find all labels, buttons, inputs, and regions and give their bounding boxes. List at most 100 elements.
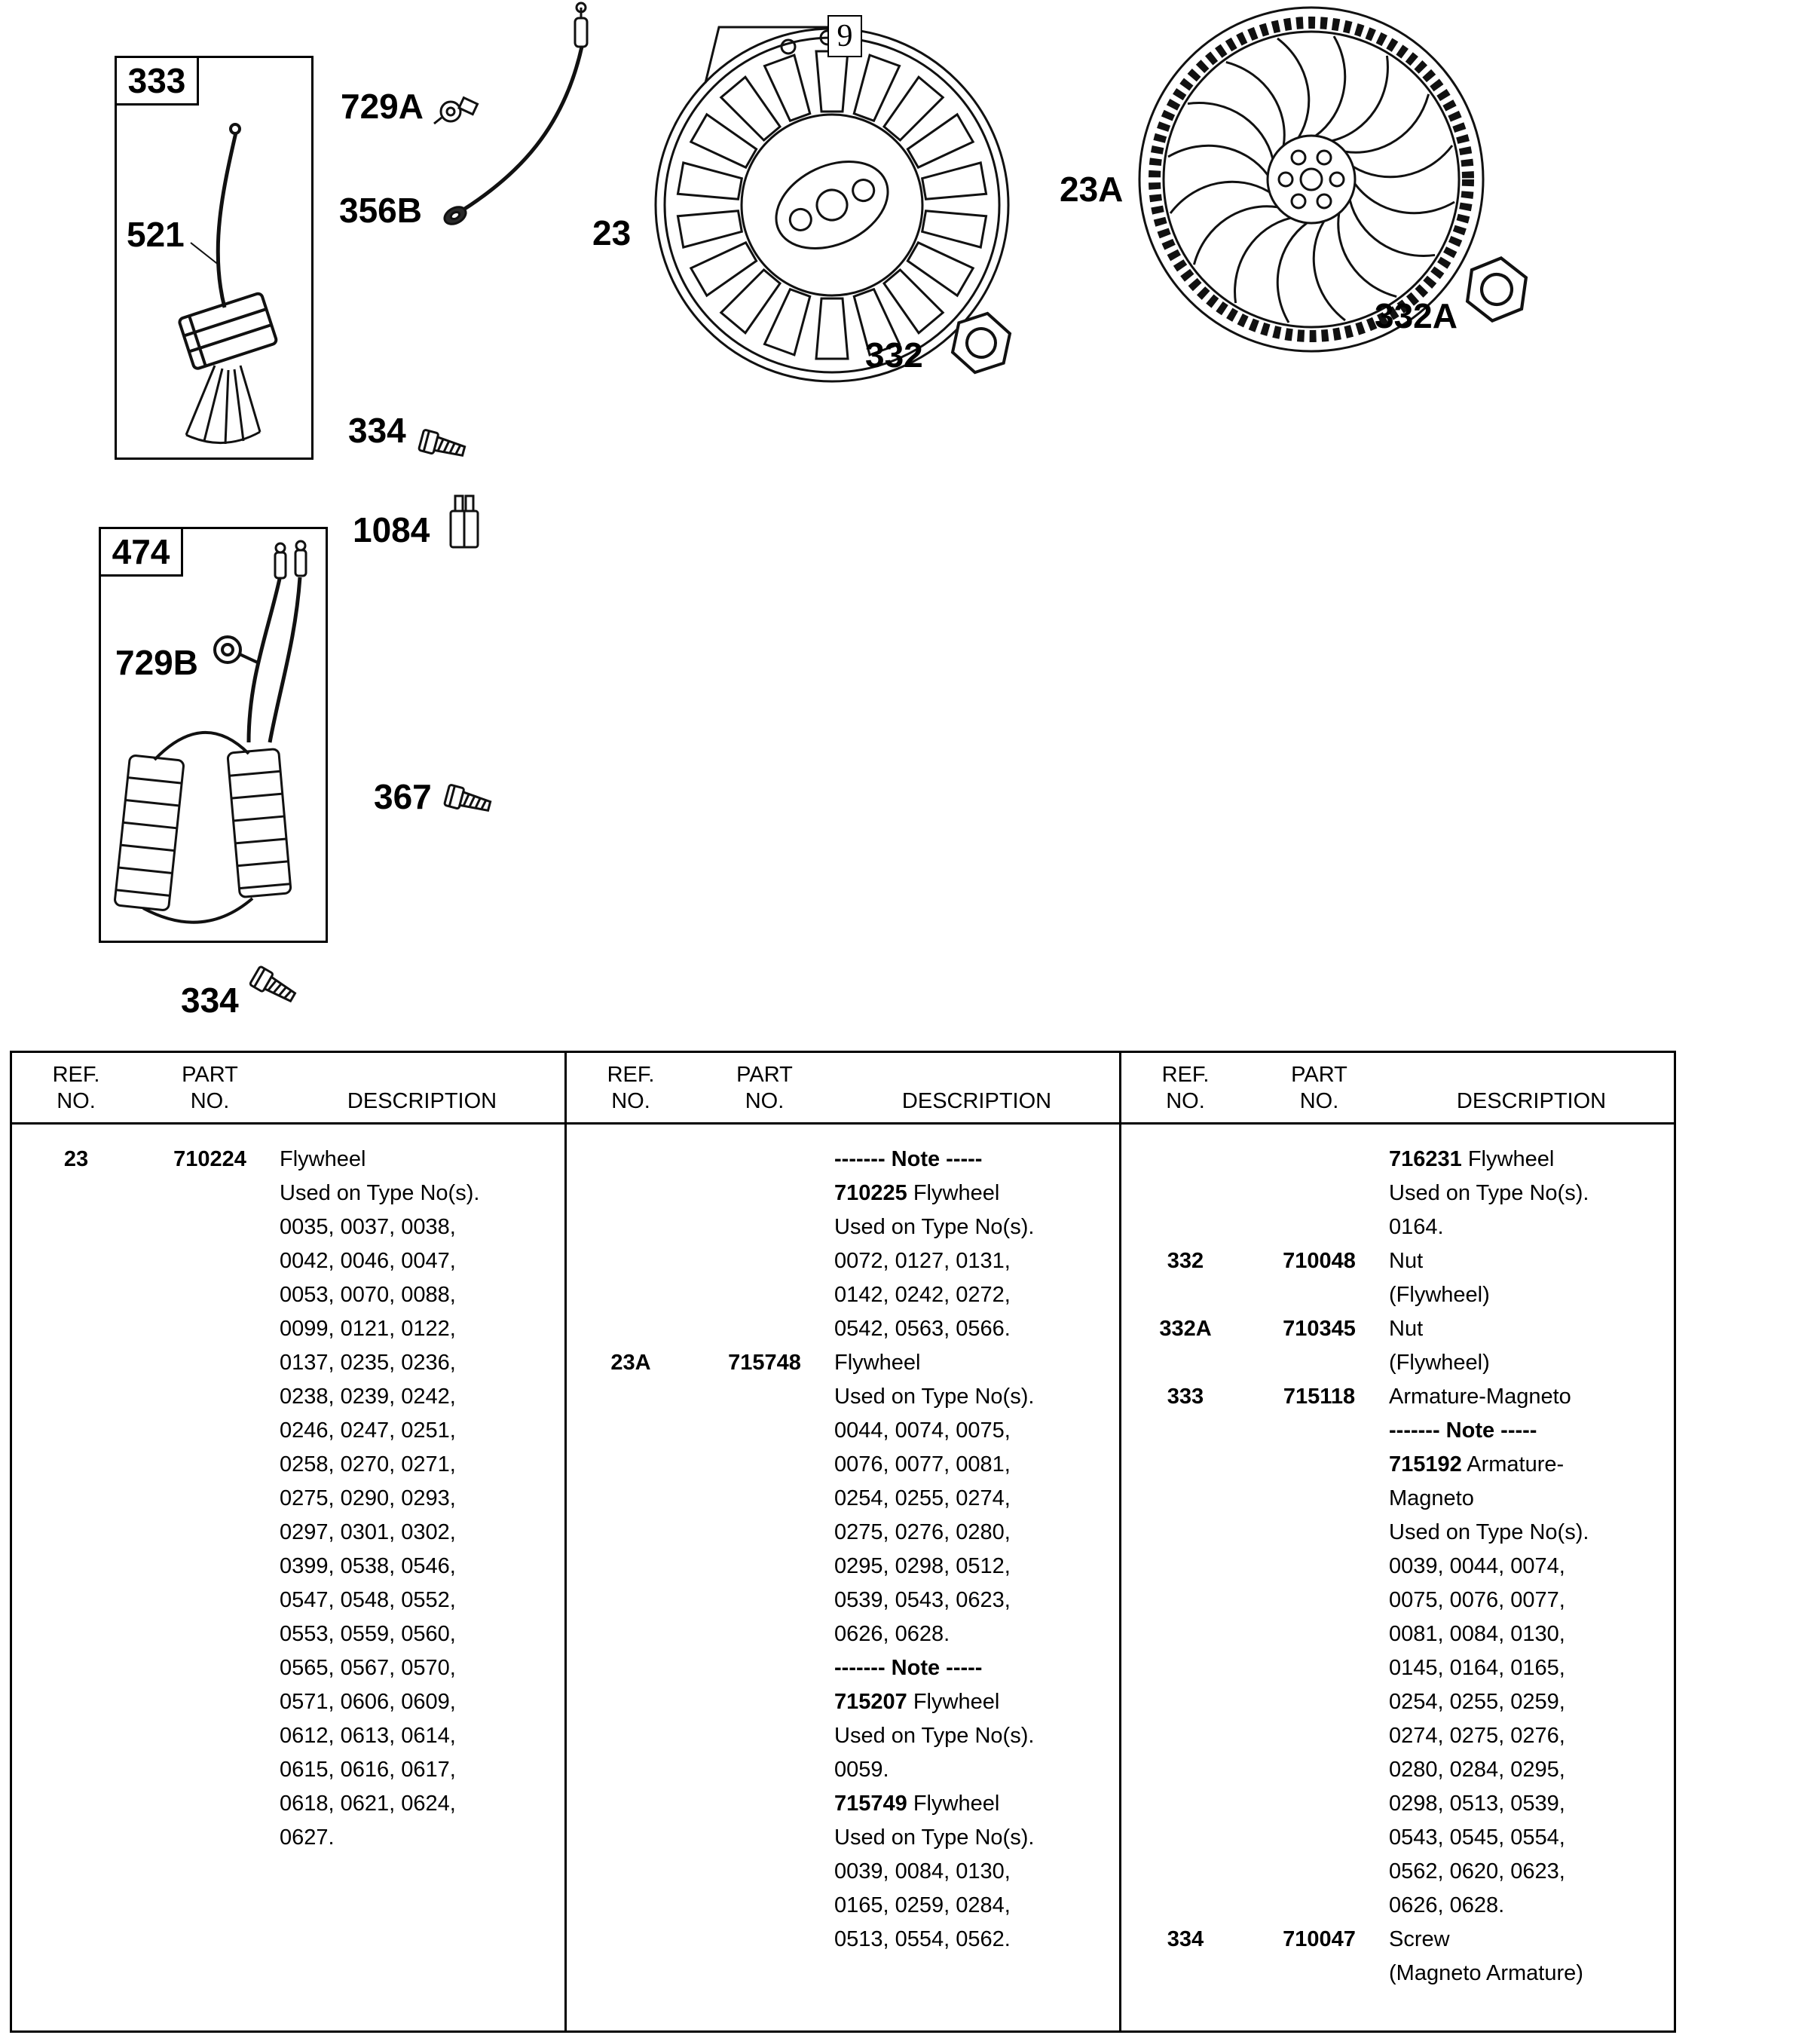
callout-521: 521 xyxy=(127,215,185,254)
description-line: 0137, 0235, 0236, xyxy=(280,1351,456,1375)
table-header: REF. NO. PART NO. DESCRIPTION xyxy=(1121,1053,1674,1125)
ref-no: 23A xyxy=(610,1351,651,1375)
table-column-1: REF. NO. PART NO. DESCRIPTION 23 710224 Fl… xyxy=(12,1053,564,2030)
callout-1084: 1084 xyxy=(353,510,430,549)
description-line: 0165, 0259, 0284, xyxy=(834,1893,1011,1917)
callout-729A: 729A xyxy=(341,87,424,126)
description-line: ------- Note ----- xyxy=(834,1656,983,1680)
description: Nut(Flywheel) xyxy=(1389,1312,1674,1380)
callout-367: 367 xyxy=(374,777,432,816)
description-line: 0254, 0255, 0274, xyxy=(834,1486,1011,1510)
ref-no-header: REF. NO. xyxy=(1161,1063,1210,1113)
box-label-474: 474 xyxy=(99,527,183,577)
description-line: 0039, 0044, 0074, xyxy=(1389,1554,1565,1578)
description-line: 0280, 0284, 0295, xyxy=(1389,1758,1565,1782)
description-header: DESCRIPTION xyxy=(1456,1089,1607,1113)
flywheel-23A-drawing xyxy=(1138,6,1485,353)
ref-no: 23 xyxy=(63,1147,89,1171)
part-no: 710048 xyxy=(1283,1249,1356,1273)
part-no xyxy=(1250,1143,1389,1244)
part-no xyxy=(695,1143,834,1346)
description-line: 0615, 0616, 0617, xyxy=(280,1758,456,1782)
ref-no-header: REF. NO. xyxy=(607,1063,655,1113)
description-line: 0258, 0270, 0271, xyxy=(280,1452,456,1477)
description-line: 0553, 0559, 0560, xyxy=(280,1622,456,1646)
parts-entry: 332 710048 Nut (Flywheel) xyxy=(1121,1244,1674,1312)
description-line: 0044, 0074, 0075, xyxy=(834,1418,1011,1443)
description-line: 0627. xyxy=(280,1825,335,1850)
description: Armature-Magneto------- Note -----715192… xyxy=(1389,1380,1674,1923)
description-line: 0275, 0290, 0293, xyxy=(280,1486,456,1510)
armature-474-drawing xyxy=(114,540,307,924)
description-line: Used on Type No(s). xyxy=(1389,1520,1589,1544)
description-line: 0547, 0548, 0552, xyxy=(280,1588,456,1612)
description-line: Used on Type No(s). xyxy=(280,1181,480,1205)
description-line: 0571, 0606, 0609, xyxy=(280,1690,456,1714)
description-line: ------- Note ----- xyxy=(834,1147,983,1171)
description-line: Flywheel xyxy=(834,1351,921,1375)
description-line: Flywheel xyxy=(280,1147,366,1171)
part-356B-drawing xyxy=(443,206,467,225)
ref-no: 332 xyxy=(1167,1249,1204,1273)
description-line: Screw xyxy=(1389,1927,1450,1951)
description-line: 0099, 0121, 0122, xyxy=(280,1317,456,1341)
callout-23A: 23A xyxy=(1060,170,1124,209)
callout-23: 23 xyxy=(592,213,632,252)
description-line: 0275, 0276, 0280, xyxy=(834,1520,1011,1544)
description-line: 0399, 0538, 0546, xyxy=(280,1554,456,1578)
part-no-header: PART NO. xyxy=(1291,1063,1347,1113)
description-line: 0618, 0621, 0624, xyxy=(280,1792,456,1816)
description-line: 0238, 0239, 0242, xyxy=(280,1385,456,1409)
screw-334-top-drawing xyxy=(417,428,468,463)
description-line: 0565, 0567, 0570, xyxy=(280,1656,456,1680)
description-line: 0295, 0298, 0512, xyxy=(834,1554,1011,1578)
description-line: 716231 Flywheel xyxy=(1389,1147,1555,1171)
callout-334-top: 334 xyxy=(348,411,406,450)
description-line: 710225 Flywheel xyxy=(834,1181,1000,1205)
table-header: REF. NO. PART NO. DESCRIPTION xyxy=(12,1053,564,1125)
part-no: 710224 xyxy=(173,1147,246,1171)
description-line: 0039, 0084, 0130, xyxy=(834,1859,1011,1884)
description-line: 0297, 0301, 0302, xyxy=(280,1520,456,1544)
nut-332A-drawing xyxy=(1465,254,1528,324)
description-line: 0142, 0242, 0272, xyxy=(834,1283,1011,1307)
callout-332: 332 xyxy=(865,335,923,375)
description-line: 0164. xyxy=(1389,1215,1444,1239)
part-no: 710047 xyxy=(1283,1927,1356,1951)
figure-number-box: 9 xyxy=(827,15,862,57)
part-no: 715748 xyxy=(728,1351,801,1375)
ring-terminal-729B-drawing xyxy=(213,635,260,665)
description-line: (Magneto Armature) xyxy=(1389,1961,1583,1985)
description-line: 0562, 0620, 0623, xyxy=(1389,1859,1565,1884)
description-line: (Flywheel) xyxy=(1389,1283,1490,1307)
screw-367-drawing xyxy=(442,783,494,818)
description-line: (Flywheel) xyxy=(1389,1351,1490,1375)
description-line: 0075, 0076, 0077, xyxy=(1389,1588,1565,1612)
description-line: Used on Type No(s). xyxy=(834,1825,1035,1850)
description-line: 0298, 0513, 0539, xyxy=(1389,1792,1565,1816)
description-line: Nut xyxy=(1389,1249,1424,1273)
callout-729B: 729B xyxy=(115,643,198,682)
flywheel-23-drawing xyxy=(654,26,1010,383)
box-label-333: 333 xyxy=(115,56,199,106)
description-line: 0145, 0164, 0165, xyxy=(1389,1656,1565,1680)
screw-334-bottom-drawing xyxy=(248,965,299,1008)
description-line: 0076, 0077, 0081, xyxy=(834,1452,1011,1477)
table-column-3: REF. NO. PART NO. DESCRIPTION 716231 Fly… xyxy=(1119,1053,1674,2030)
description-header: DESCRIPTION xyxy=(901,1089,1052,1113)
description-line: 0246, 0247, 0251, xyxy=(280,1418,456,1443)
description-line: Used on Type No(s). xyxy=(1389,1181,1589,1205)
description-line: 0042, 0046, 0047, xyxy=(280,1249,456,1273)
